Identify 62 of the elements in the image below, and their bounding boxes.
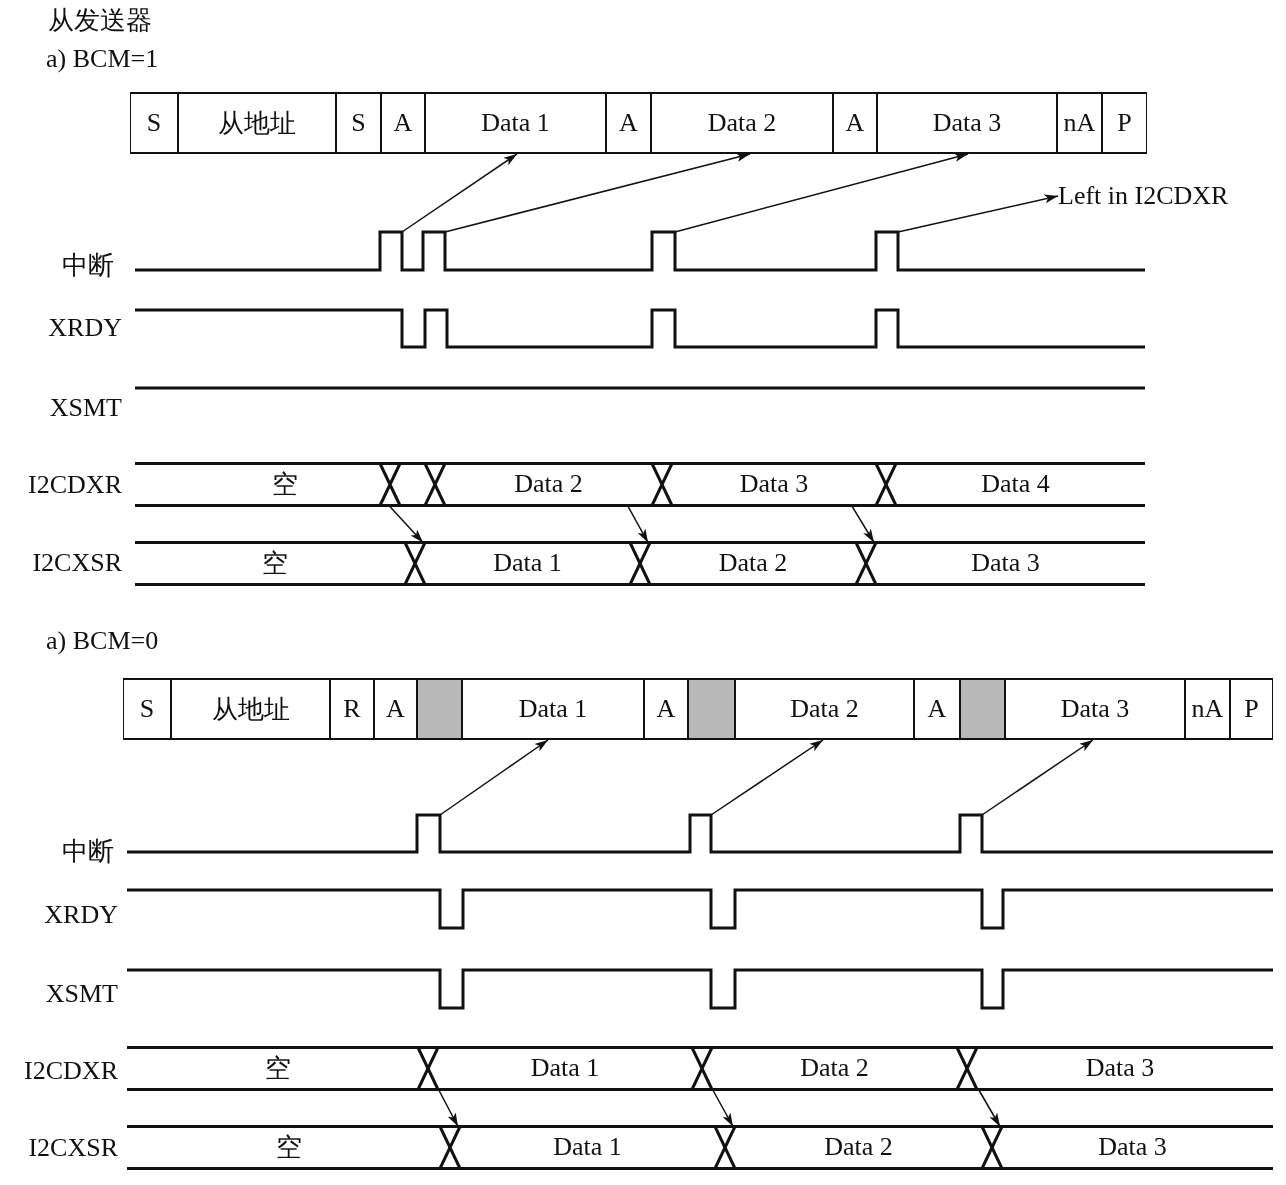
frame-field: P [1102, 92, 1147, 154]
signal-label: 中断 [62, 251, 114, 281]
frame-field: A [914, 678, 960, 740]
frame-field: A [644, 678, 688, 740]
arrow [981, 739, 1094, 816]
frame-field: Data 1 [425, 92, 606, 154]
bus-value: Data 3 [967, 1045, 1273, 1091]
bus-value: 空 [135, 540, 415, 586]
arrow [710, 739, 824, 816]
frame-field: A [381, 92, 425, 154]
heading-text: 从发送器 [48, 6, 152, 36]
bus-value: Data 1 [450, 1124, 725, 1170]
frame-field: Data 3 [877, 92, 1057, 154]
arrow [674, 153, 969, 233]
frame-field: 从地址 [178, 92, 336, 154]
signal-label: 中断 [62, 837, 114, 867]
frame-field: 从地址 [171, 678, 330, 740]
bus-value: Data 2 [702, 1045, 967, 1091]
frame-field: P [1230, 678, 1273, 740]
bus-value: Data 4 [886, 461, 1145, 507]
note-text: Left in I2CDXR [1058, 180, 1268, 212]
signal-label: I2CDXR [24, 1056, 118, 1086]
bus-value: Data 1 [428, 1045, 702, 1091]
signal-label: I2CDXR [28, 470, 122, 500]
bus-value: Data 2 [435, 461, 662, 507]
shaded-field [960, 678, 1005, 740]
frame-field: A [833, 92, 877, 154]
frame-field: nA [1185, 678, 1230, 740]
arrow [444, 153, 751, 233]
section-heading: a) BCM=0 [46, 626, 159, 656]
signal-label: XRDY [48, 313, 122, 343]
bus-value: Data 2 [640, 540, 866, 586]
frame-field: S [130, 92, 178, 154]
signal-label: XRDY [44, 900, 118, 930]
frame-field: R [330, 678, 374, 740]
bus-value: 空 [127, 1124, 450, 1170]
shaded-field [688, 678, 735, 740]
arrow [897, 194, 1059, 233]
frame-field: Data 2 [651, 92, 833, 154]
frame-field: Data 2 [735, 678, 914, 740]
section-heading: a) BCM=1 [46, 44, 159, 74]
frame-field: Data 3 [1005, 678, 1185, 740]
bus-value: Data 3 [662, 461, 886, 507]
bus-value: Data 1 [415, 540, 640, 586]
frame-field: nA [1057, 92, 1102, 154]
bus-value: 空 [127, 1045, 428, 1091]
bus-value: Data 3 [866, 540, 1145, 586]
frame-field: A [374, 678, 417, 740]
signal-label: XSMT [45, 979, 118, 1009]
signal-label: I2CXSR [28, 1133, 118, 1163]
frame-field: A [606, 92, 651, 154]
bus-value: 空 [135, 461, 435, 507]
signal-label: XSMT [49, 393, 122, 423]
arrow [439, 739, 549, 816]
signal-label: I2CXSR [32, 548, 122, 578]
shaded-field [417, 678, 462, 740]
frame-field: Data 1 [462, 678, 644, 740]
bus-value: Data 3 [992, 1124, 1273, 1170]
frame-field: S [336, 92, 381, 154]
frame-field: S [123, 678, 171, 740]
bus-value: Data 2 [725, 1124, 992, 1170]
arrow [401, 153, 518, 233]
